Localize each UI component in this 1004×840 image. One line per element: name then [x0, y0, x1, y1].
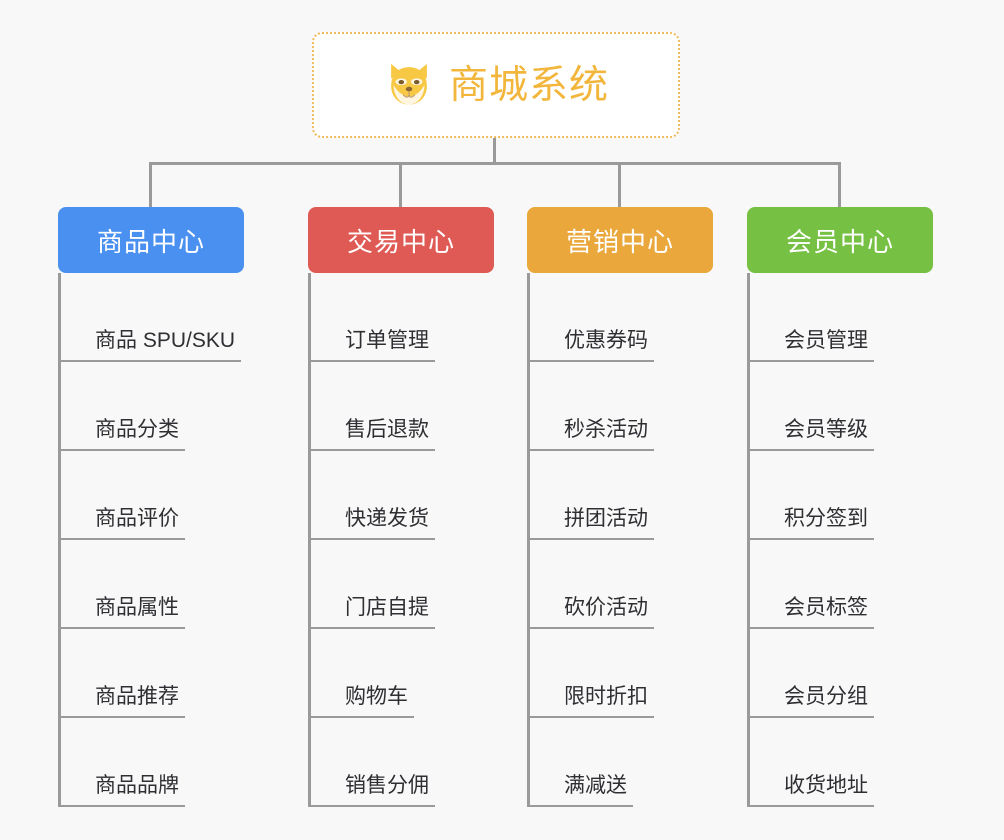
leaf-item[interactable]: 商品分类: [61, 362, 244, 451]
leaf-label: 购物车: [311, 684, 414, 718]
leaf-label: 会员标签: [750, 595, 874, 629]
leaf-item[interactable]: 商品评价: [61, 451, 244, 540]
category-label-2: 交易中心: [346, 226, 455, 257]
leaf-item[interactable]: 会员等级: [750, 362, 933, 451]
branch-column-1: 商品中心 商品 SPU/SKU 商品分类 商品评价 商品属性 商品推荐 商品品牌: [58, 207, 244, 807]
leaf-item[interactable]: 销售分佣: [311, 718, 494, 807]
leaf-item[interactable]: 快递发货: [311, 451, 494, 540]
leaf-item[interactable]: 砍价活动: [530, 540, 713, 629]
leaf-item[interactable]: 售后退款: [311, 362, 494, 451]
leaf-item[interactable]: 商品品牌: [61, 718, 244, 807]
leaf-label: 商品评价: [61, 506, 185, 540]
leaf-item[interactable]: 积分签到: [750, 451, 933, 540]
leaf-item[interactable]: 拼团活动: [530, 451, 713, 540]
connector-drop-2: [399, 162, 402, 208]
leaf-item[interactable]: 满减送: [530, 718, 713, 807]
category-label-4: 会员中心: [785, 226, 894, 257]
leaf-label: 拼团活动: [530, 506, 654, 540]
connector-drop-4: [838, 162, 841, 208]
leaf-item[interactable]: 购物车: [311, 629, 494, 718]
leaf-label: 收货地址: [750, 773, 874, 807]
branch-column-3: 营销中心 优惠券码 秒杀活动 拼团活动 砍价活动 限时折扣 满减送: [527, 207, 713, 807]
category-label-3: 营销中心: [565, 226, 674, 257]
leaf-list-1: 商品 SPU/SKU 商品分类 商品评价 商品属性 商品推荐 商品品牌: [58, 273, 244, 807]
leaf-label: 售后退款: [311, 417, 435, 451]
leaf-item[interactable]: 限时折扣: [530, 629, 713, 718]
leaf-label: 商品品牌: [61, 773, 185, 807]
leaf-label: 会员等级: [750, 417, 874, 451]
leaf-label: 商品属性: [61, 595, 185, 629]
leaf-item[interactable]: 门店自提: [311, 540, 494, 629]
category-label-1: 商品中心: [96, 226, 205, 257]
leaf-label: 订单管理: [311, 328, 435, 362]
leaf-label: 销售分佣: [311, 773, 435, 807]
root-node[interactable]: 商城系统: [312, 32, 680, 138]
leaf-item[interactable]: 收货地址: [750, 718, 933, 807]
leaf-label: 会员管理: [750, 328, 874, 362]
leaf-item[interactable]: 商品推荐: [61, 629, 244, 718]
leaf-label: 商品推荐: [61, 684, 185, 718]
leaf-label: 限时折扣: [530, 684, 654, 718]
leaf-label: 快递发货: [311, 506, 435, 540]
leaf-item[interactable]: 商品属性: [61, 540, 244, 629]
leaf-label: 商品 SPU/SKU: [61, 328, 242, 362]
leaf-item[interactable]: 会员分组: [750, 629, 933, 718]
connector-drop-3: [618, 162, 621, 208]
leaf-label: 会员分组: [750, 684, 874, 718]
connector-root-stem: [493, 138, 496, 165]
leaf-list-4: 会员管理 会员等级 积分签到 会员标签 会员分组 收货地址: [747, 273, 933, 807]
root-title: 商城系统: [448, 63, 609, 107]
leaf-label: 满减送: [530, 773, 633, 807]
category-box-2[interactable]: 交易中心: [308, 207, 494, 273]
category-box-4[interactable]: 会员中心: [747, 207, 933, 273]
leaf-item[interactable]: 优惠券码: [530, 273, 713, 362]
leaf-label: 优惠券码: [530, 328, 654, 362]
connector-drop-1: [149, 162, 152, 208]
leaf-item[interactable]: 会员管理: [750, 273, 933, 362]
category-box-1[interactable]: 商品中心: [58, 207, 244, 273]
leaf-label: 商品分类: [61, 417, 185, 451]
leaf-label: 砍价活动: [530, 595, 654, 629]
leaf-label: 秒杀活动: [530, 417, 654, 451]
leaf-item[interactable]: 商品 SPU/SKU: [61, 273, 244, 362]
leaf-list-3: 优惠券码 秒杀活动 拼团活动 砍价活动 限时折扣 满减送: [527, 273, 713, 807]
category-box-3[interactable]: 营销中心: [527, 207, 713, 273]
shiba-dog-icon: [391, 63, 427, 105]
leaf-item[interactable]: 会员标签: [750, 540, 933, 629]
branch-column-4: 会员中心 会员管理 会员等级 积分签到 会员标签 会员分组 收货地址: [747, 207, 933, 807]
leaf-label: 积分签到: [750, 506, 874, 540]
branch-column-2: 交易中心 订单管理 售后退款 快递发货 门店自提 购物车 销售分佣: [308, 207, 494, 807]
leaf-list-2: 订单管理 售后退款 快递发货 门店自提 购物车 销售分佣: [308, 273, 494, 807]
connector-horizontal-bus: [149, 162, 841, 165]
leaf-item[interactable]: 订单管理: [311, 273, 494, 362]
leaf-label: 门店自提: [311, 595, 435, 629]
leaf-item[interactable]: 秒杀活动: [530, 362, 713, 451]
